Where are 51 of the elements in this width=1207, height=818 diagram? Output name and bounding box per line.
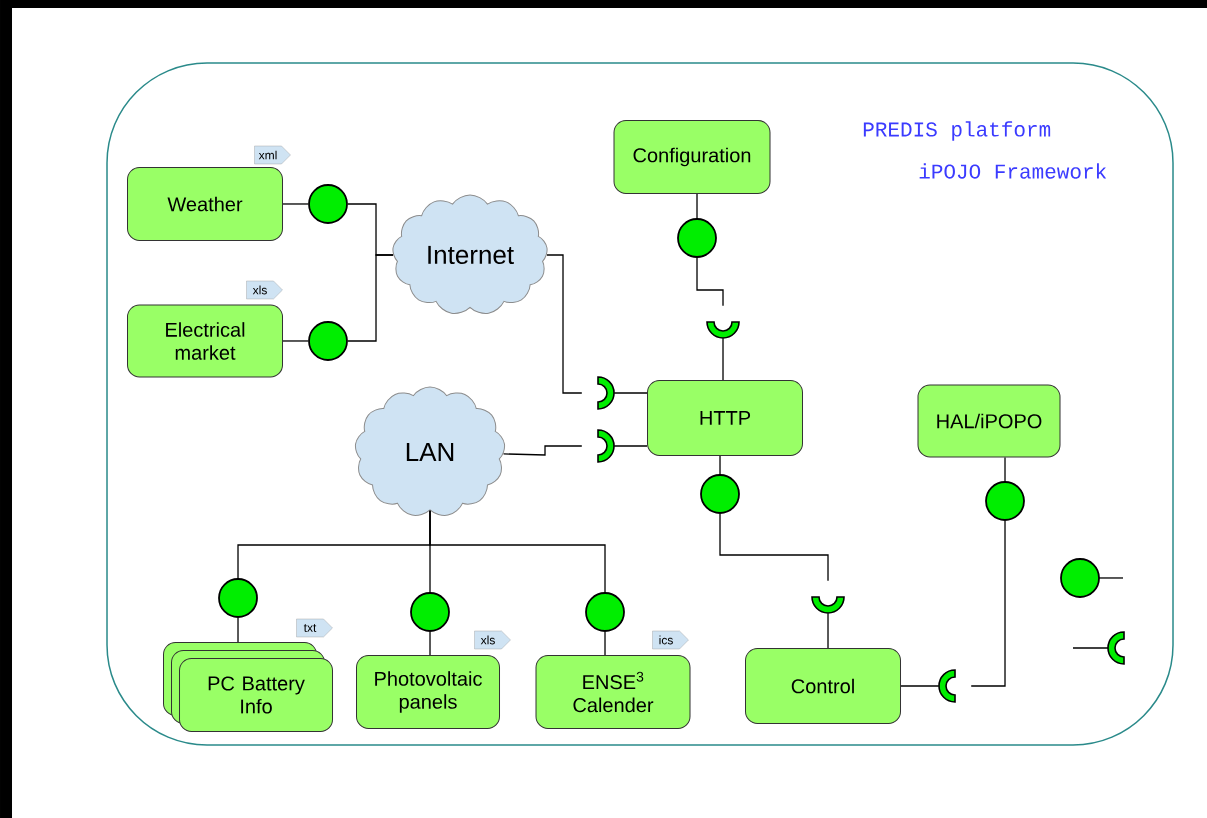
frame-title: iPOJO Framework [919,163,1107,179]
connector-line [613,445,648,447]
file-tag: ics [652,630,689,650]
interface-circle [308,321,348,361]
interface-circle [218,578,258,618]
network-cloud: Internet [392,194,548,314]
interface-circle [585,592,625,632]
connector-line [719,455,721,475]
connector-line [347,254,394,342]
connector-line [722,337,724,381]
frame-title: PREDIS platform [863,121,1051,141]
socket-symbol [811,596,845,614]
component-box: Control [745,648,901,724]
socket-symbol [706,321,740,339]
component-box: Configuration [613,120,771,194]
interface-circle [677,218,717,258]
connector-line [696,257,724,307]
component-box: Weather [127,167,283,241]
socket-symbol [597,376,615,410]
connector-line [502,445,583,456]
connector-line [546,254,583,394]
connector-line [429,631,431,656]
interface-circle [308,184,348,224]
connector-line [429,510,606,593]
file-tag: xls [246,280,283,300]
file-tag: xls [474,630,511,650]
connector-line [613,392,648,394]
socket-symbol [938,669,956,703]
component-box: Electrical market [127,304,283,378]
component-box: HTTP [647,380,803,456]
connector-line [827,612,829,649]
interface-circle [700,474,740,514]
connector-line [970,520,1006,687]
connector-line [1004,456,1006,482]
connector-line [604,631,606,656]
component-box: HAL/iPOPO [917,384,1061,458]
connector-line [282,203,309,205]
interface-circle [985,481,1025,521]
connector-line [719,513,829,582]
stacked-box: PC Battery Info [163,642,333,732]
component-box: ENSE$^{3}$ Calender [535,655,691,729]
socket-symbol [597,429,615,463]
component-box: Photovoltaic panels [356,655,500,729]
connector-line [237,617,239,643]
connector-line [696,193,698,219]
connector-line [282,340,309,342]
interface-circle [410,592,450,632]
file-tag: txt [296,618,333,638]
file-tag: xml [254,145,291,165]
connector-line [900,685,940,687]
network-cloud: LAN [354,386,506,516]
